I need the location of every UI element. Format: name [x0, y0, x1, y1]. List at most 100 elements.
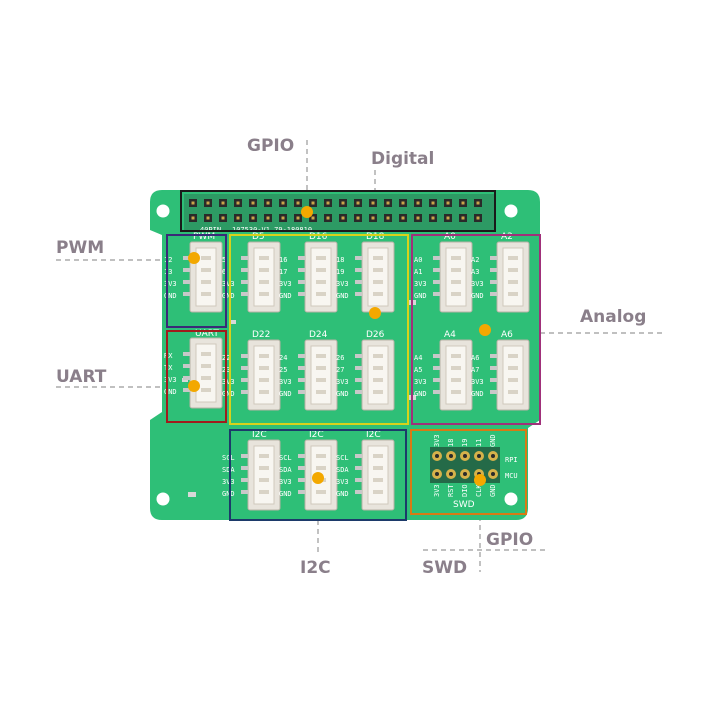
connector-contact [201, 256, 211, 260]
pin-label: 3V3 [471, 378, 484, 386]
pin-label: SCL [336, 454, 349, 462]
header-pin-tip [281, 216, 285, 220]
connector-contact [508, 256, 518, 260]
connector-socket [445, 345, 467, 405]
connector-contact [451, 268, 461, 272]
pin-label: GND [222, 390, 235, 398]
solder-pad [241, 366, 248, 370]
header-pin-tip [266, 216, 270, 220]
uart-indicator-dot [188, 380, 200, 392]
solder-pad [241, 354, 248, 358]
solder-pad [490, 280, 497, 284]
header-pin-tip [326, 201, 330, 205]
solder-pad [433, 256, 440, 260]
connector-contact [508, 366, 518, 370]
solder-pad [355, 256, 362, 260]
solder-pad [298, 390, 305, 394]
swd-pin-hole [463, 472, 467, 476]
header-pin-tip [386, 201, 390, 205]
header-pin-tip [461, 216, 465, 220]
header-pin-tip [476, 201, 480, 205]
header-pin-tip [221, 201, 225, 205]
solder-pad [490, 366, 497, 370]
solder-pad [433, 280, 440, 284]
connector-contact [316, 466, 326, 470]
solder-pad [490, 354, 497, 358]
pin-label: 3V3 [164, 376, 177, 384]
solder-pad [355, 490, 362, 494]
solder-pad [241, 454, 248, 458]
connector-socket [310, 247, 332, 307]
pin-label: A6 [471, 354, 479, 362]
solder-pad [298, 454, 305, 458]
pin-label: A4 [414, 354, 422, 362]
pin-label: 3V3 [222, 478, 235, 486]
port-label: D22 [252, 330, 270, 340]
port-label: A0 [444, 232, 456, 242]
solder-pad [355, 292, 362, 296]
connector-contact [373, 490, 383, 494]
connector-contact [508, 268, 518, 272]
connector-contact [316, 268, 326, 272]
connector-contact [259, 354, 269, 358]
header-pin-tip [416, 201, 420, 205]
connector-contact [259, 390, 269, 394]
swd-side-label: MCU [505, 472, 518, 480]
solder-pad [490, 268, 497, 272]
solder-pad [183, 268, 190, 272]
port-label: I2C [309, 430, 324, 440]
pin-label: GND [471, 390, 484, 398]
connector-contact [316, 378, 326, 382]
pin-label: 19 [336, 268, 344, 276]
connector-contact [259, 478, 269, 482]
header-pin-tip [476, 216, 480, 220]
header-pin-tip [401, 201, 405, 205]
mounting-hole [156, 492, 170, 506]
header-pin-tip [446, 216, 450, 220]
callout-pwm: PWM [56, 238, 104, 258]
solder-pad [183, 292, 190, 296]
pin-label: SCL [279, 454, 292, 462]
header-pin-tip [236, 216, 240, 220]
swd-indicator-dot [474, 474, 486, 486]
header-pin-tip [371, 201, 375, 205]
solder-pad [355, 390, 362, 394]
connector-socket [367, 445, 389, 505]
i2c-highlight-box [229, 429, 407, 521]
header-pin-tip [386, 216, 390, 220]
connector-socket [502, 345, 524, 405]
connector-contact [259, 292, 269, 296]
header-pin-tip [431, 216, 435, 220]
pin-label: SDA [279, 466, 292, 474]
connector-contact [451, 354, 461, 358]
swd-pin-label: 3V3 [433, 484, 441, 497]
connector-contact [201, 280, 211, 284]
connector-socket [310, 345, 332, 405]
connector-contact [316, 490, 326, 494]
connector-contact [508, 390, 518, 394]
digital-highlight-box [229, 234, 409, 425]
header-pin-tip [341, 216, 345, 220]
mounting-hole [504, 204, 518, 218]
solder-pad [183, 376, 190, 380]
pin-label: 3V3 [279, 378, 292, 386]
solder-pad [355, 378, 362, 382]
swd-pin-hole [463, 454, 467, 458]
solder-pad [241, 466, 248, 470]
port-label: D16 [309, 232, 328, 242]
solder-pad [183, 388, 190, 392]
connector-contact [259, 490, 269, 494]
connector-socket [253, 345, 275, 405]
region-highlights [166, 190, 541, 521]
connector-contact [373, 292, 383, 296]
pin-label: 26 [336, 354, 344, 362]
analog-highlight-box [411, 234, 541, 425]
connector-contact [451, 256, 461, 260]
solder-pad [355, 466, 362, 470]
connector-contact [316, 256, 326, 260]
solder-pad [241, 268, 248, 272]
pin-label: 3V3 [279, 478, 292, 486]
pin-label: 3V3 [222, 280, 235, 288]
